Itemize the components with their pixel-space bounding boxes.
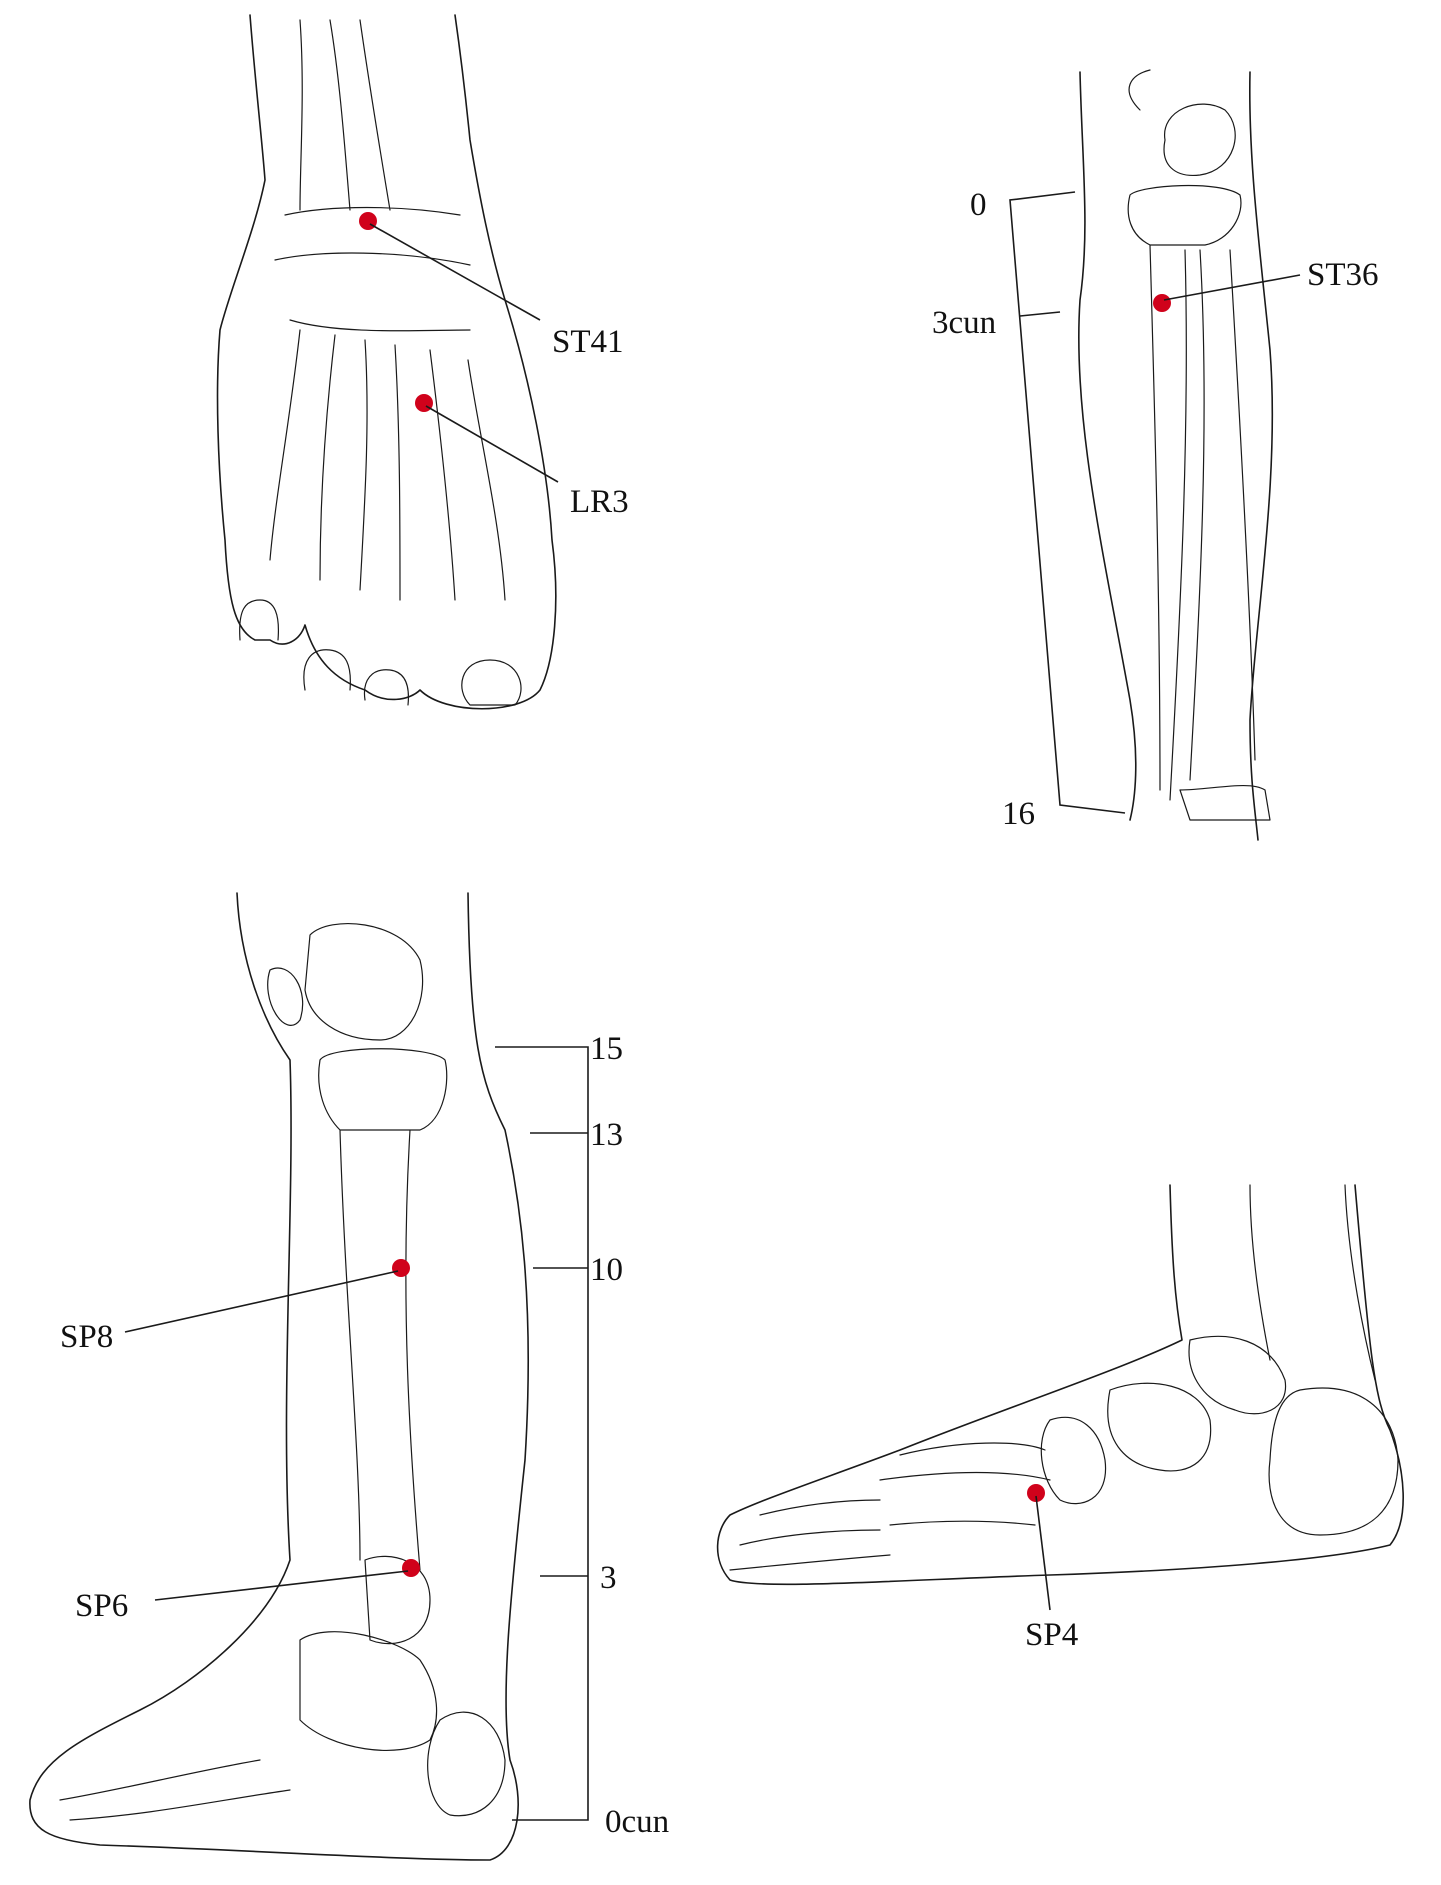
point-SP4	[1027, 1484, 1045, 1502]
foot-medial-outline	[716, 1184, 1404, 1586]
label-SP4: SP4	[1025, 1617, 1078, 1653]
point-SP6	[402, 1559, 420, 1577]
leader-ST36	[1163, 274, 1301, 301]
label-LR3: LR3	[570, 484, 629, 520]
scale-label-3cun: 3cun	[932, 305, 996, 341]
point-SP8	[392, 1259, 410, 1277]
foot-dorsal-bones	[239, 19, 522, 706]
scale-label-13: 13	[590, 1117, 623, 1153]
leg-medial-outline	[29, 892, 530, 1861]
panel-foot-dorsal: ST41 LR3	[216, 14, 629, 710]
leader-ST41	[369, 223, 541, 321]
scale-bracket-medial	[495, 1046, 589, 1821]
scale-label-10: 10	[590, 1252, 623, 1288]
leg-medial-bones	[59, 923, 506, 1821]
panel-foot-medial: SP4	[716, 1184, 1404, 1653]
label-SP8: SP8	[60, 1319, 113, 1355]
label-ST41: ST41	[552, 324, 624, 360]
scale-label-0cun: 0cun	[605, 1804, 669, 1840]
scale-label-0: 0	[970, 187, 987, 223]
leader-SP8	[124, 1270, 399, 1333]
panel-leg-anterior: 0 3cun 16 ST36	[932, 69, 1379, 841]
label-SP6: SP6	[75, 1588, 128, 1624]
scale-label-15: 15	[590, 1031, 623, 1067]
leader-SP6	[154, 1570, 409, 1601]
foot-dorsal-outline	[216, 14, 557, 710]
panel-leg-medial: 15 13 10 3 0cun SP8 SP6	[29, 892, 669, 1861]
scale-bracket	[1009, 191, 1126, 814]
scale-label-3: 3	[600, 1560, 617, 1596]
leg-anterior-bones	[1127, 69, 1271, 821]
label-ST36: ST36	[1307, 257, 1379, 293]
scale-label-16: 16	[1002, 796, 1035, 832]
foot-medial-bones	[729, 1184, 1399, 1571]
point-ST36	[1153, 294, 1171, 312]
leg-anterior-outline	[1077, 71, 1274, 841]
scale-tick-3	[1019, 311, 1061, 317]
leader-SP4	[1035, 1495, 1051, 1611]
leader-LR3	[425, 405, 559, 483]
